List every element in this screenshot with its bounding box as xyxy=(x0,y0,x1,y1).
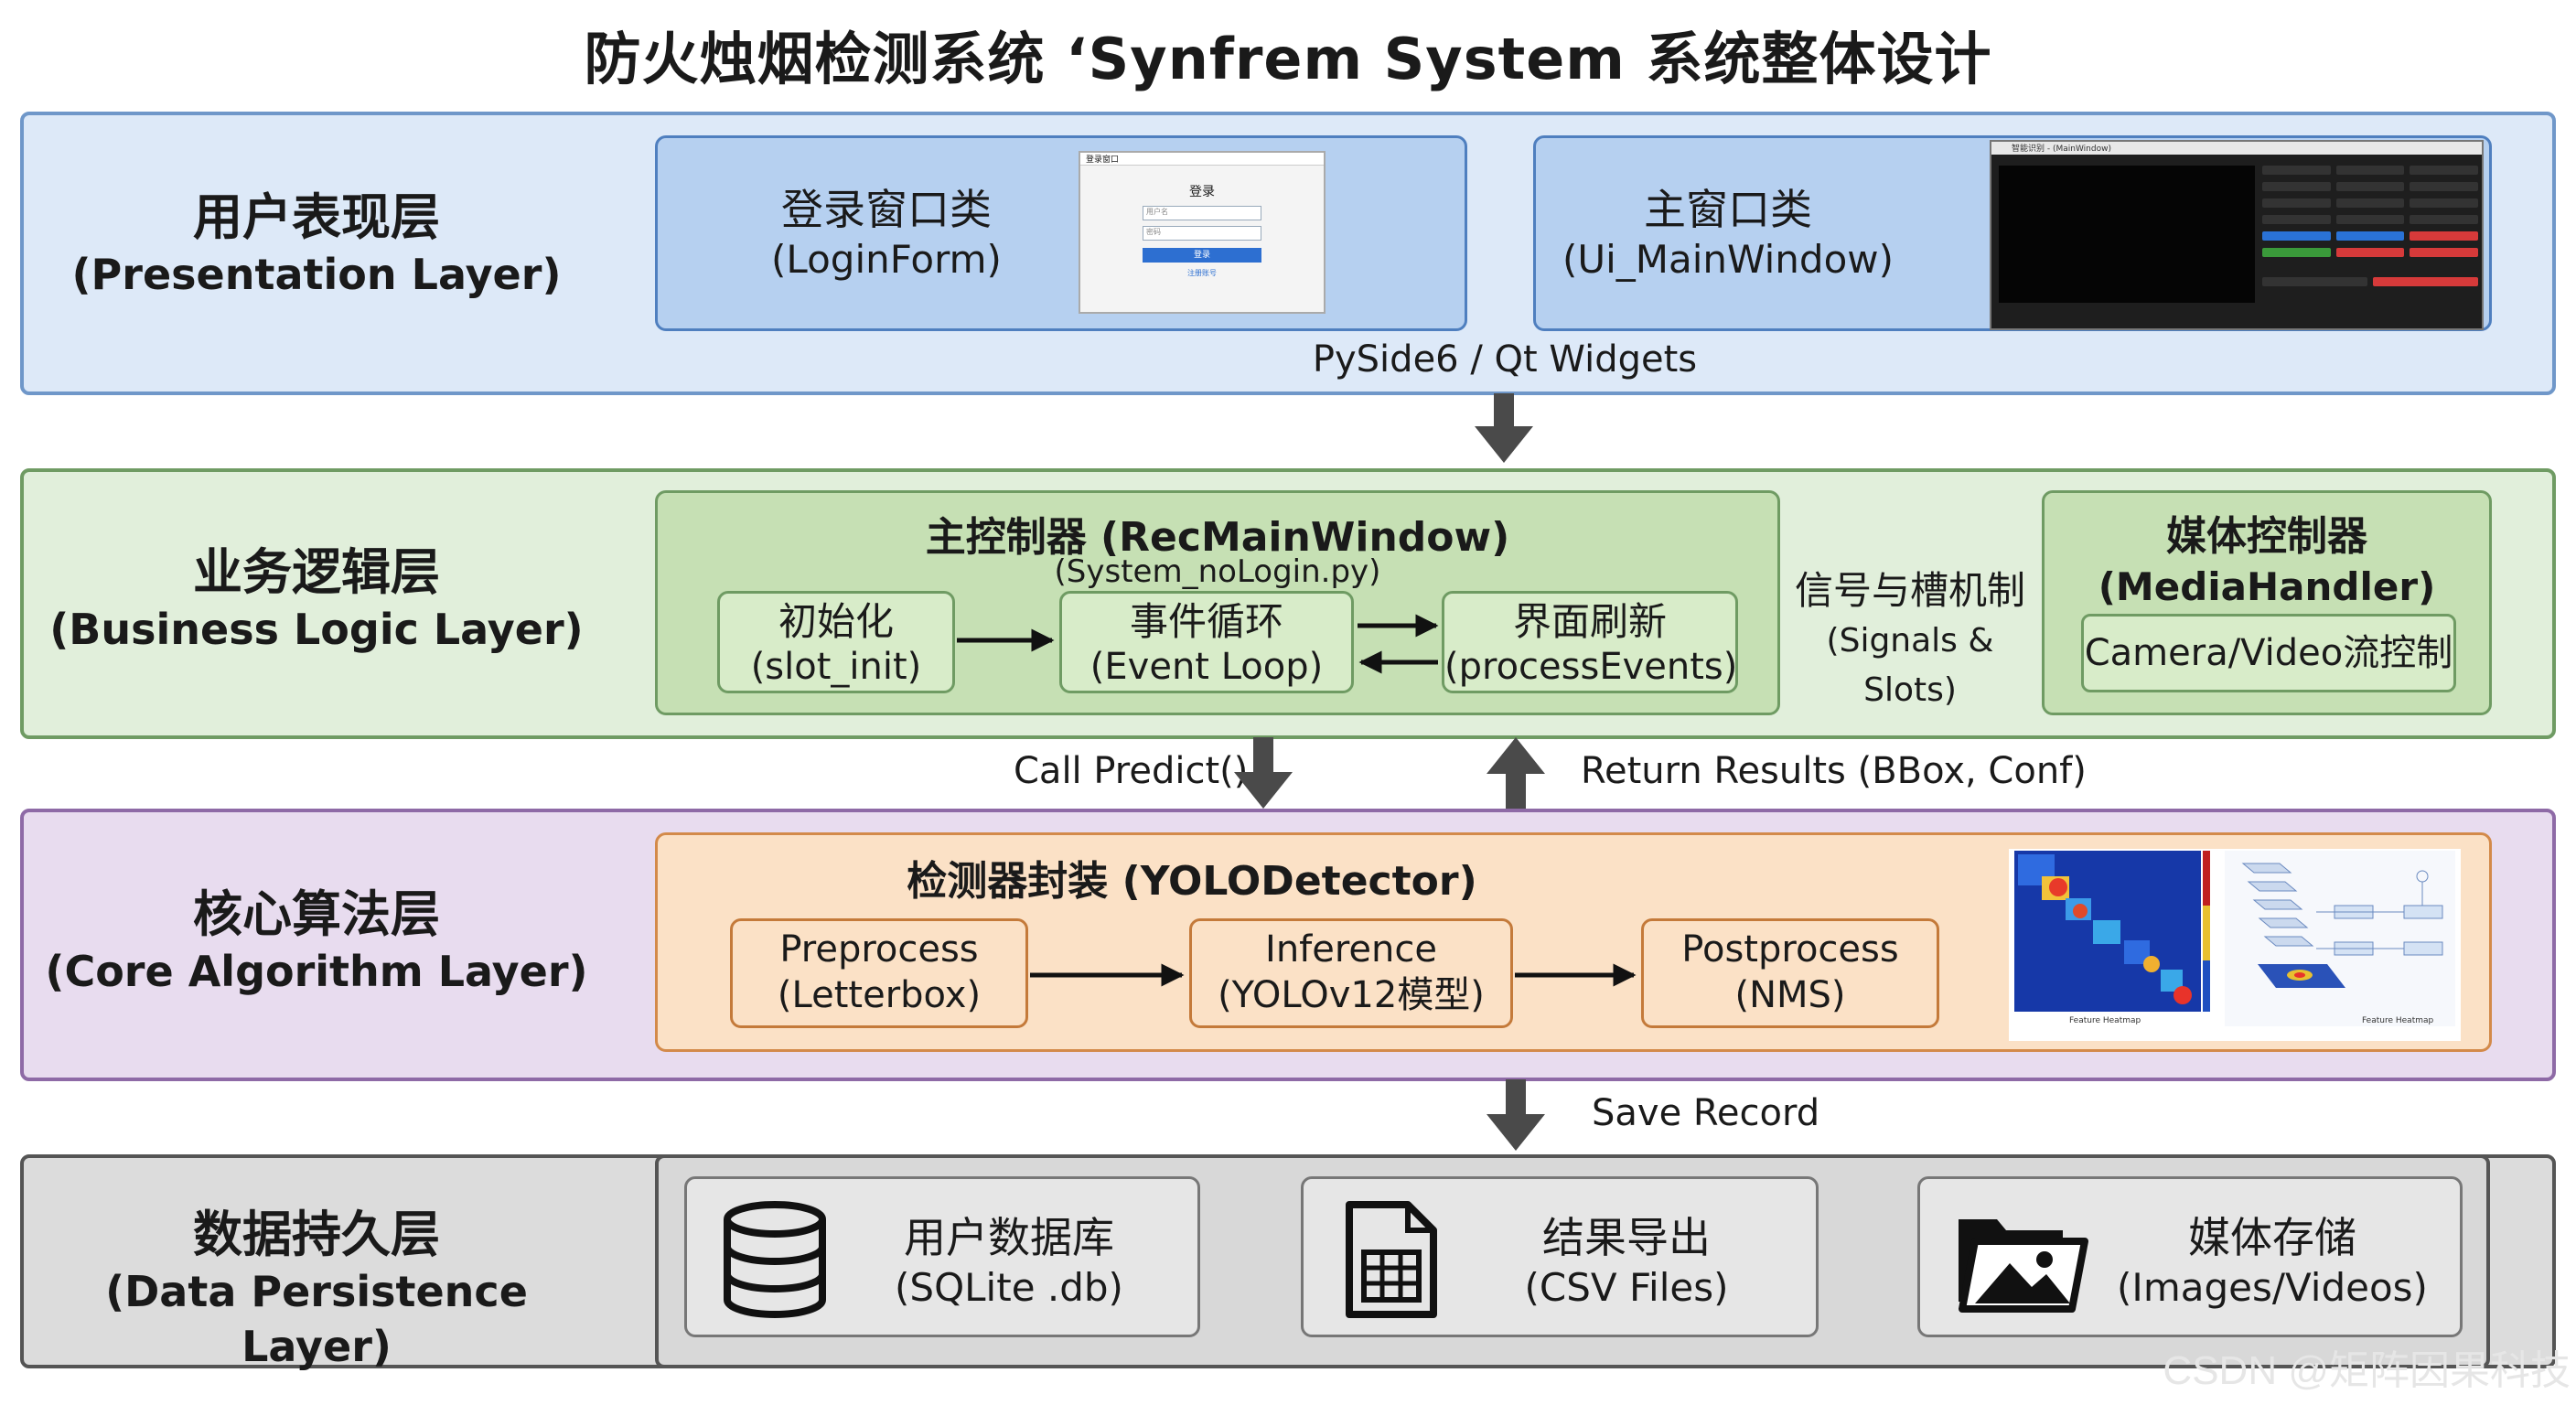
main-window-screenshot: 智能识别 - (MainWindow) xyxy=(1990,140,2484,330)
login-form-en: (LoginForm) xyxy=(771,237,1002,282)
pyside-label: PySide6 / Qt Widgets xyxy=(1312,338,1698,381)
step-zh: 初始化 xyxy=(778,599,894,644)
store-en: (CSV Files) xyxy=(1524,1265,1729,1310)
call-predict-label: Call Predict() xyxy=(1014,750,1249,792)
user-database-store: 用户数据库 (SQLite .db) xyxy=(684,1176,1200,1337)
csv-export-label: 结果导出 (CSV Files) xyxy=(1446,1212,1807,1313)
media-handler-card: 媒体控制器 (MediaHandler) Camera/Video流控制 xyxy=(2042,490,2492,715)
signals-zh: 信号与槽机制 xyxy=(1794,568,2025,613)
business-layer-label: 业务逻辑层 (Business Logic Layer) xyxy=(24,543,609,657)
feature-heatmaps-image: Feature Heatmap Feature Heatmap xyxy=(2009,849,2461,1041)
login-window-titlebar: 登录窗口 xyxy=(1080,153,1324,166)
process-events-step: 界面刷新 (processEvents) xyxy=(1442,591,1738,693)
main-window-zh: 主窗口类 xyxy=(1644,185,1812,234)
watermark-text: CSDN @矩阵因果科技 xyxy=(2163,1348,2571,1393)
store-zh: 用户数据库 xyxy=(904,1213,1114,1262)
csv-export-store: 结果导出 (CSV Files) xyxy=(1301,1176,1819,1337)
step-line1: Inference xyxy=(1265,928,1437,971)
store-en: (SQLite .db) xyxy=(895,1265,1123,1310)
heatmap-matrix-image: Feature Heatmap xyxy=(2014,851,2210,1025)
step-en: (Event Loop) xyxy=(1089,646,1324,688)
user-database-label: 用户数据库 (SQLite .db) xyxy=(830,1212,1188,1313)
main-window-card: 主窗口类 (Ui_MainWindow) 智能识别 - (MainWindow) xyxy=(1533,135,2492,331)
store-en: (Images/Videos) xyxy=(2117,1265,2428,1310)
media-storage-store: 媒体存储 (Images/Videos) xyxy=(1917,1176,2463,1337)
step-zh: 事件循环 xyxy=(1129,599,1283,644)
step-zh: 界面刷新 xyxy=(1512,599,1667,644)
heatmap-caption-1: Feature Heatmap xyxy=(2069,1016,2141,1025)
inference-step: Inference (YOLOv12模型) xyxy=(1189,918,1513,1028)
media-storage-label: 媒体存储 (Images/Videos) xyxy=(2094,1212,2451,1313)
signals-slots-label: 信号与槽机制 (Signals & Slots) xyxy=(1789,565,2031,715)
slot-init-step: 初始化 (slot_init) xyxy=(717,591,955,693)
core-layer-label: 核心算法层 (Core Algorithm Layer) xyxy=(24,885,609,999)
core-layer-en: (Core Algorithm Layer) xyxy=(45,947,588,996)
persistence-layer-zh: 数据持久层 xyxy=(193,1206,440,1263)
media-handler-zh: 媒体控制器 xyxy=(2166,513,2367,560)
step-line2: (YOLOv12模型) xyxy=(1218,974,1485,1016)
main-window-label: 主窗口类 (Ui_MainWindow) xyxy=(1554,184,1902,284)
persistence-layer-en: (Data Persistence Layer) xyxy=(105,1267,528,1371)
step-en: (processEvents) xyxy=(1444,646,1738,688)
login-username-field: 用户名 xyxy=(1143,206,1261,220)
save-record-arrow xyxy=(1487,1079,1545,1151)
image-folder-icon xyxy=(1959,1219,2088,1313)
persistence-layer-label: 数据持久层 (Data Persistence Layer) xyxy=(24,1206,609,1374)
register-link: 注册账号 xyxy=(1187,269,1217,277)
login-window-screenshot: 登录窗口 登录 用户名 密码 登录 注册账号 xyxy=(1079,151,1326,314)
presentation-layer-en: (Presentation Layer) xyxy=(71,250,562,299)
camera-video-stream-control: Camera/Video流控制 xyxy=(2081,614,2456,692)
step-line1: Preprocess xyxy=(779,928,979,971)
business-layer-en: (Business Logic Layer) xyxy=(49,605,584,654)
login-form-label: 登录窗口类 (LoginForm) xyxy=(676,184,1097,284)
spreadsheet-file-icon xyxy=(1346,1201,1437,1318)
postprocess-step: Postprocess (NMS) xyxy=(1641,918,1939,1028)
diagram-title: 防火烛烟检测系统 ‘Synfrem System 系统整体设计 xyxy=(584,26,1992,92)
video-display-area xyxy=(1999,166,2255,303)
media-handler-title: 媒体控制器 (MediaHandler) xyxy=(2045,511,2489,612)
return-results-arrow xyxy=(1487,737,1545,809)
control-panel xyxy=(2262,166,2479,323)
core-layer-zh: 核心算法层 xyxy=(193,885,440,943)
step-line1: Postprocess xyxy=(1681,928,1899,971)
step-line2: (NMS) xyxy=(1734,974,1846,1016)
yolo-detector-title: 检测器封装 (YOLODetector) xyxy=(907,858,1477,905)
main-window-en: (Ui_MainWindow) xyxy=(1562,237,1894,282)
login-form-zh: 登录窗口类 xyxy=(781,185,992,234)
heatmap-caption-2: Feature Heatmap xyxy=(2362,1016,2434,1025)
business-layer-zh: 业务逻辑层 xyxy=(193,543,440,601)
database-icon xyxy=(724,1201,826,1318)
preprocess-step: Preprocess (Letterbox) xyxy=(730,918,1028,1028)
store-zh: 媒体存储 xyxy=(2188,1213,2356,1262)
architecture-heatmap-image: Feature Heatmap xyxy=(2225,851,2455,1026)
login-form-card: 登录窗口类 (LoginForm) 登录窗口 登录 用户名 密码 登录 注册账号 xyxy=(655,135,1467,331)
save-record-label: Save Record xyxy=(1592,1092,1820,1134)
step-line2: (Letterbox) xyxy=(777,974,982,1016)
signals-en: (Signals & Slots) xyxy=(1826,622,1994,709)
layer1-to-layer2-arrow xyxy=(1475,393,1533,463)
presentation-layer-zh: 用户表现层 xyxy=(193,188,440,246)
main-controller-title: 主控制器 (RecMainWindow) xyxy=(925,514,1510,561)
login-window-title: 登录 xyxy=(1189,185,1215,199)
event-loop-step: 事件循环 (Event Loop) xyxy=(1059,591,1354,693)
main-controller-subtitle: (System_noLogin.py) xyxy=(1054,553,1381,590)
return-results-label: Return Results (BBox, Conf) xyxy=(1581,750,2087,792)
store-zh: 结果导出 xyxy=(1542,1213,1711,1262)
media-handler-en: (MediaHandler) xyxy=(2098,564,2436,609)
presentation-layer-label: 用户表现层 (Presentation Layer) xyxy=(24,188,609,302)
main-window-titlebar: 智能识别 - (MainWindow) xyxy=(1991,142,2482,155)
login-password-field: 密码 xyxy=(1143,226,1261,241)
login-button: 登录 xyxy=(1143,248,1261,263)
step-en: (slot_init) xyxy=(750,646,922,688)
